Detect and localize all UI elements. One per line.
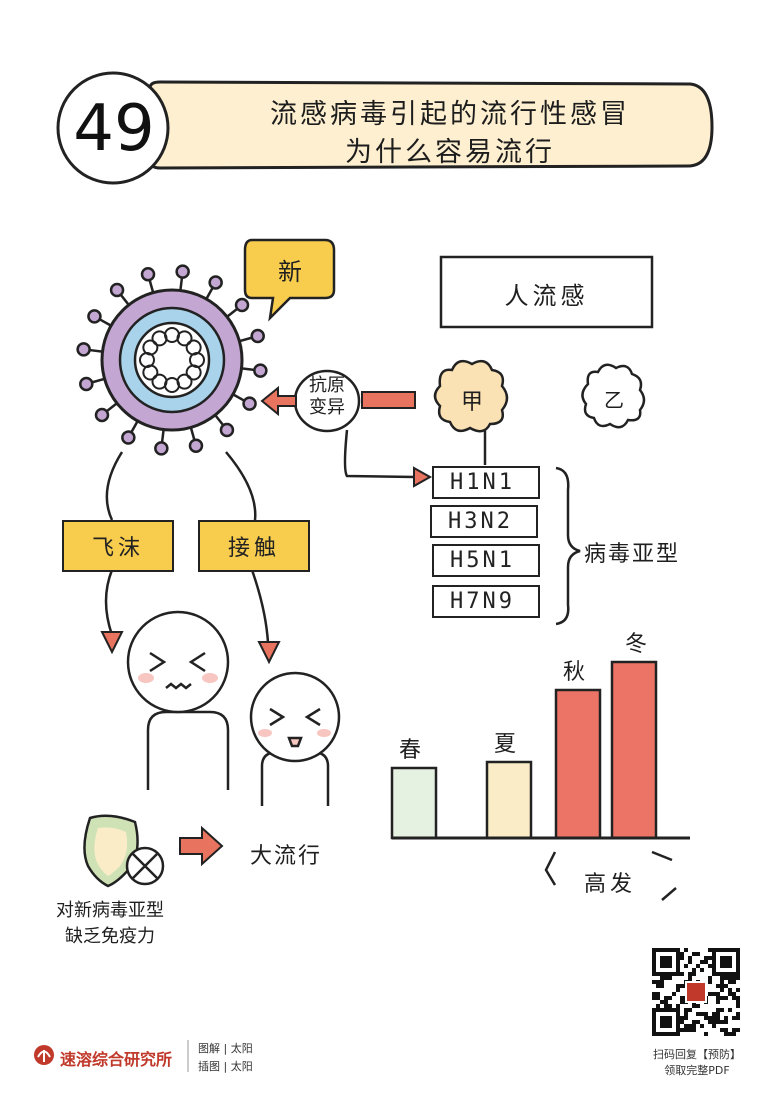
virus-spike-tip [250, 328, 265, 344]
immunity-caption-line-1: 对新病毒亚型 [56, 900, 164, 921]
antigen-line-1: 抗原 [309, 375, 345, 396]
season-bar [485, 760, 533, 840]
arrow-from-type-a [361, 391, 416, 409]
rna-loop [176, 330, 193, 347]
season-label: 夏 [493, 732, 516, 757]
qr-code [650, 946, 742, 1038]
person-adult [126, 610, 230, 790]
pandemic-label: 大流行 [249, 844, 322, 869]
virus-spike-tip [140, 267, 156, 282]
title-line-2: 为什么容易流行 [345, 137, 555, 168]
peak-annotation: 高发 [583, 872, 636, 897]
virus-spike-tip [219, 422, 235, 438]
season-bar [554, 688, 602, 840]
season-label: 冬 [624, 632, 647, 657]
rna-loop [142, 339, 159, 356]
qr-caption-line-2: 领取完整PDF [664, 1064, 730, 1077]
type-b-label: 乙 [604, 388, 624, 412]
new-label: 新 [278, 258, 302, 286]
virus-spike-tip [154, 441, 169, 456]
virus-rna-loops [139, 327, 205, 393]
virus-spike-tip [208, 275, 223, 290]
virus-spike-tip [175, 264, 190, 279]
season-label: 秋 [562, 660, 585, 685]
subtype-cell: H1N1 [432, 466, 540, 499]
subtypes-label: 病毒亚型 [584, 542, 681, 567]
virus-spike-tip [121, 430, 136, 445]
number-badge [56, 71, 170, 185]
type-a-blob [433, 359, 509, 433]
virus-spike-tip [188, 438, 204, 453]
immunity-caption-line-2: 缺乏免疫力 [65, 926, 155, 947]
type-a-label: 甲 [460, 390, 483, 415]
immunity-caption: 对新病毒亚型 缺乏免疫力 [30, 898, 190, 950]
rna-loop [151, 373, 168, 390]
subtype-cell: H3N2 [430, 505, 538, 538]
shield-inner [94, 827, 128, 876]
virus-spike-tip [234, 297, 250, 313]
peak-bracket-left [544, 851, 557, 886]
title-line-1: 流感病毒引起的流行性感冒 [270, 99, 630, 130]
pandemic-arrow [179, 825, 224, 867]
virus-spike-tip [109, 282, 125, 298]
season-bar [610, 660, 658, 840]
arrow-to-virus [260, 385, 297, 417]
virus-spike-tip [79, 376, 94, 392]
subtypes-brace [555, 466, 581, 626]
org-logo-icon [34, 1045, 54, 1065]
season-bar-chart [390, 660, 658, 840]
subtype-cell: H5N1 [432, 544, 540, 577]
virus-spike-tip [253, 363, 268, 378]
credit-illustration: 图解 | 太阳 [198, 1042, 253, 1055]
virus-spike-tip [76, 342, 91, 357]
contact-curve [225, 451, 270, 644]
contact-arrowhead [257, 641, 281, 665]
org-name: 速溶综合研究所 [60, 1050, 173, 1069]
rna-loop [185, 339, 202, 356]
virus-spike-tip [87, 309, 102, 324]
title-banner [148, 80, 714, 170]
blocked-icon-cross [132, 853, 158, 879]
connector-antigen-to-subtypes [343, 429, 416, 479]
virus-spike-tip [242, 396, 257, 411]
credit-drawing: 插图 | 太阳 [198, 1060, 253, 1073]
qr-caption-line-1: 扫码回复【预防】 [653, 1048, 741, 1061]
season-bar [390, 766, 438, 840]
virus-core [133, 321, 211, 399]
person-child [249, 671, 341, 806]
new-speech-bubble [243, 238, 336, 322]
rna-loop [185, 364, 202, 381]
peak-bracket-right [651, 850, 677, 901]
droplet-tag: 飞沫 [62, 520, 174, 572]
virus-spike-tip [94, 407, 110, 423]
season-label: 春 [398, 738, 421, 763]
chapter-number: 49 [73, 92, 155, 166]
type-b-blob [581, 363, 646, 429]
antigen-variation-label: 抗原 变异 [300, 375, 354, 419]
droplet-curve [104, 451, 124, 636]
human-flu-box [439, 255, 654, 329]
contact-tag: 接触 [198, 520, 310, 572]
subtype-cell: H7N9 [432, 585, 540, 618]
droplet-arrowhead [100, 631, 124, 655]
arrow-head-subtypes [413, 466, 433, 488]
antigen-line-2: 变异 [309, 397, 345, 418]
human-flu-title: 人流感 [504, 282, 589, 310]
